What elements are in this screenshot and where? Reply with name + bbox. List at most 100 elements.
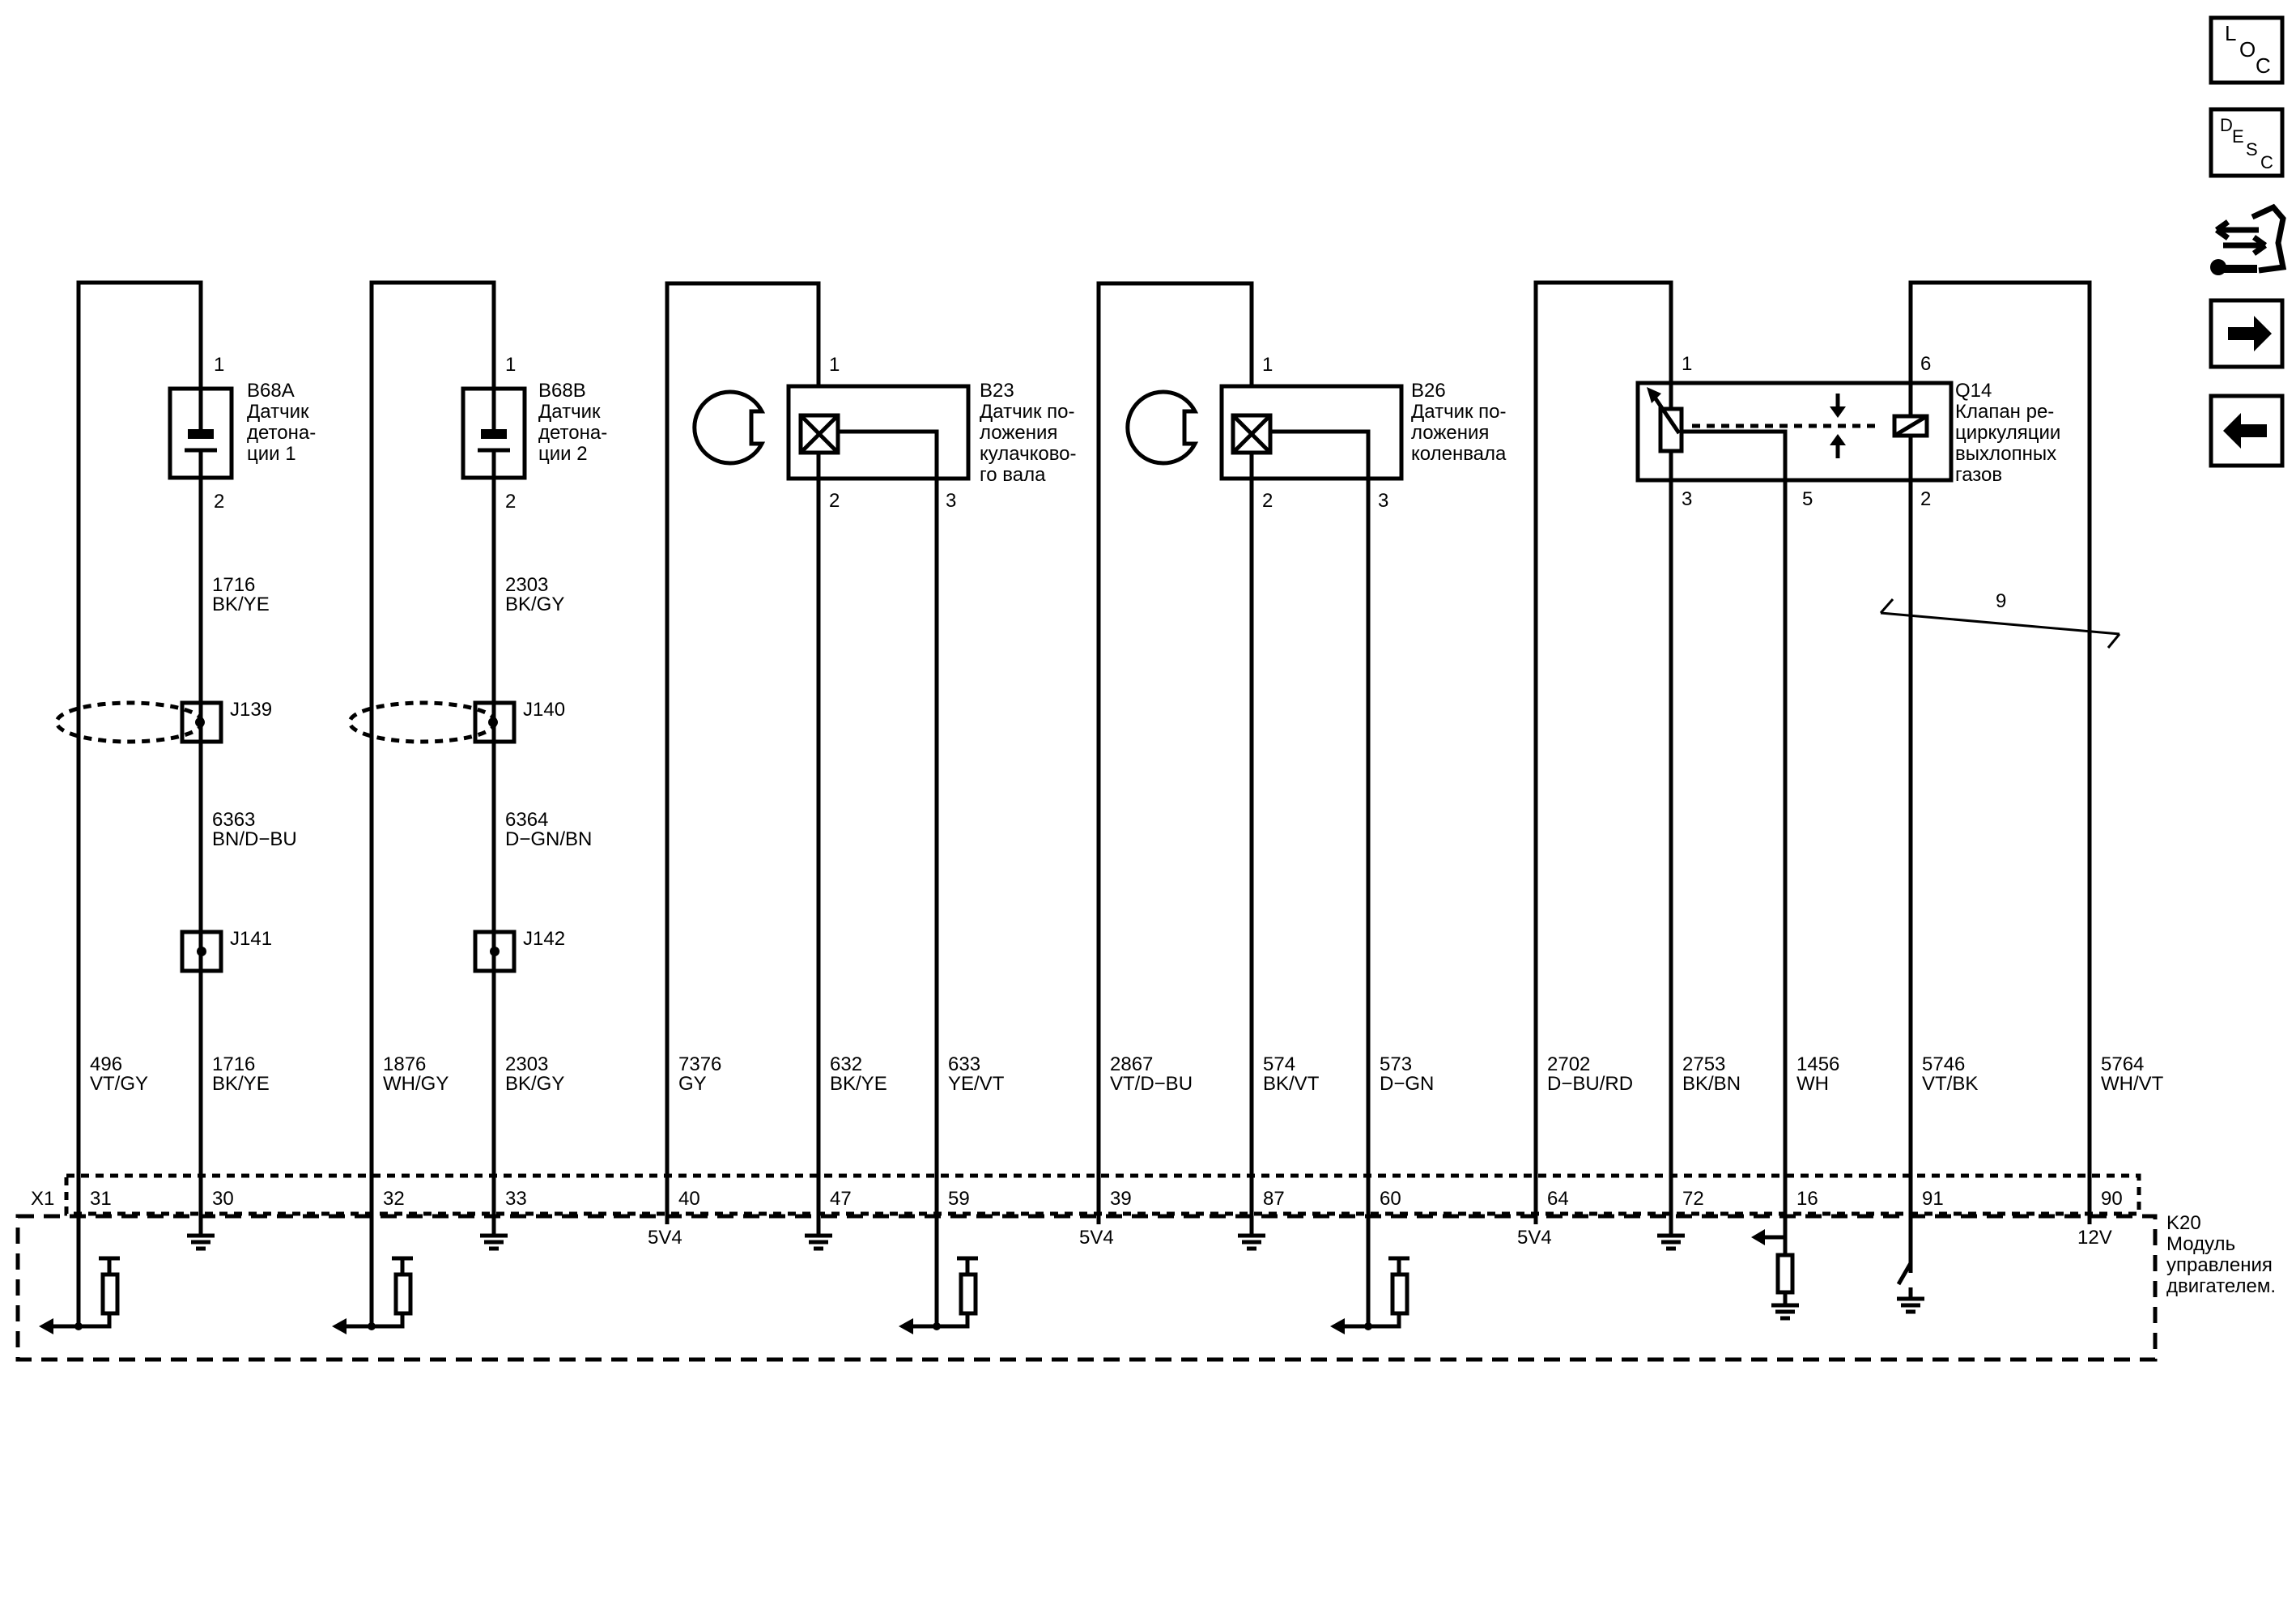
b68b-id: B68B (538, 380, 586, 402)
k20-name-2: управления (2166, 1254, 2273, 1276)
connector-pin-label: 90 (2101, 1188, 2123, 1210)
b23-pin1: 1 (829, 354, 840, 376)
connector-pin-label: 32 (383, 1188, 405, 1210)
wire-1716-upper-number: 1716 (212, 574, 255, 596)
wire-number-label: 574 (1263, 1053, 1295, 1075)
wire-number-label: 496 (90, 1053, 122, 1075)
wire-2303-upper-color: BK/GY (505, 594, 564, 615)
reluctor-wheel-icon (692, 389, 766, 466)
wire-number-label: 5746 (1922, 1053, 1965, 1075)
wrench-connector-icon (2210, 203, 2287, 275)
q14-pin3: 3 (1682, 488, 1692, 510)
arrow-right-icon (2228, 316, 2272, 351)
connector-pin-label: 30 (212, 1188, 234, 1210)
q14-name-4: газов (1955, 464, 2002, 486)
b68b-name-2: детона- (538, 422, 607, 444)
wire-number-label: 7376 (678, 1053, 721, 1075)
connector-pin-label: 31 (90, 1188, 112, 1210)
wire-color-label: D−GN (1380, 1073, 1434, 1095)
b23-name-3: кулачково- (980, 443, 1077, 465)
wire-color-label: BK/YE (830, 1073, 887, 1095)
q14-name-2: циркуляции (1955, 422, 2060, 444)
b23-name-1: Датчик по- (980, 401, 1074, 423)
ground-icon (187, 1224, 215, 1251)
wire-number-label: 5764 (2101, 1053, 2144, 1075)
b26-name-2: ложения (1411, 422, 1489, 444)
reluctor-wheel-icon (1125, 389, 1199, 466)
desc-button[interactable]: D E S C (2209, 107, 2285, 178)
connector-pin-label: 72 (1682, 1188, 1704, 1210)
wire-number-label: 2303 (505, 1053, 548, 1075)
q14-id: Q14 (1955, 380, 1992, 402)
wire-number-label: 2702 (1547, 1053, 1590, 1075)
wire-color-label: VT/D−BU (1110, 1073, 1193, 1095)
loc-button[interactable]: L O C (2209, 15, 2285, 85)
b23-circuit (665, 281, 971, 1323)
b26-pin1: 1 (1262, 354, 1273, 376)
next-page-button[interactable] (2209, 298, 2285, 369)
connector-pin-label: 40 (678, 1188, 700, 1210)
q14-pin6: 6 (1920, 353, 1931, 375)
wire-color-label: VT/GY (90, 1073, 148, 1095)
connector-pin-label: 16 (1796, 1188, 1818, 1210)
knock-element-icon (188, 429, 214, 439)
previous-page-button[interactable] (2209, 394, 2285, 468)
wire-number-label: 1716 (212, 1053, 255, 1075)
connector-pin-label: 87 (1263, 1188, 1285, 1210)
svg-text:C: C (2260, 152, 2273, 172)
wire-color-label: WH (1796, 1073, 1829, 1095)
b68b-name-1: Датчик (538, 401, 601, 423)
arrow-left-icon (2223, 413, 2267, 449)
b68b-circuit (347, 280, 527, 1224)
svg-text:L: L (2225, 21, 2236, 45)
knock-element-icon (481, 429, 507, 439)
wire-number-label: 633 (948, 1053, 980, 1075)
k20-internal-circuits (39, 1224, 1924, 1334)
b68b-pin1: 1 (505, 354, 516, 376)
connector-tool-button[interactable] (2210, 201, 2287, 278)
svg-text:E: E (2232, 126, 2244, 147)
svg-text:S: S (2246, 139, 2258, 160)
ground-icon (1657, 1224, 1685, 1251)
wire-color-label: WH/VT (2101, 1073, 2164, 1095)
supply-voltage-label: 5V4 (1079, 1227, 1114, 1249)
connector-pin-label: 33 (505, 1188, 527, 1210)
wire-labels: 496VT/GY311716BK/YE301876WH/GY322303BK/G… (90, 1053, 2164, 1249)
q14-pin2: 2 (1920, 488, 1931, 510)
q14-name-3: выхлопных (1955, 443, 2056, 465)
wire-number-label: 573 (1380, 1053, 1412, 1075)
q14-valve-body (1635, 381, 1954, 483)
k20-module-outline (15, 1214, 2158, 1362)
j140-splice (473, 700, 517, 744)
b68a-id: B68A (247, 380, 295, 402)
b68b-pin2: 2 (505, 491, 516, 513)
wire-color-label: BK/GY (505, 1073, 564, 1095)
b68a-pin2: 2 (214, 491, 224, 513)
q14-pin5: 5 (1802, 488, 1813, 510)
j141-label: J141 (230, 928, 272, 950)
b23-id: B23 (980, 380, 1014, 402)
connector-pin-label: 91 (1922, 1188, 1944, 1210)
b23-name-2: ложения (980, 422, 1057, 444)
x1-label: X1 (31, 1188, 54, 1210)
wire-number-label: 2867 (1110, 1053, 1153, 1075)
wire-2303-upper-number: 2303 (505, 574, 548, 596)
wire-6364-number: 6364 (505, 809, 548, 831)
twisted-pair-label: 9 (1996, 590, 2006, 612)
j142-splice (473, 930, 517, 973)
k20-name-1: Модуль (2166, 1233, 2235, 1255)
b26-name-3: коленвала (1411, 443, 1507, 465)
ground-icon (480, 1224, 508, 1251)
b68a-name-2: детона- (247, 422, 316, 444)
supply-voltage-label: 5V4 (648, 1227, 682, 1249)
x1-connector-outline (64, 1173, 2141, 1216)
wire-color-label: VT/BK (1922, 1073, 1978, 1095)
ground-icon (805, 1224, 832, 1251)
b26-name-1: Датчик по- (1411, 401, 1506, 423)
wire-color-label: YE/VT (948, 1073, 1005, 1095)
j139-splice (180, 700, 223, 744)
q14-pin1: 1 (1682, 353, 1692, 375)
wire-number-label: 1876 (383, 1053, 426, 1075)
wire-color-label: BK/VT (1263, 1073, 1320, 1095)
wire-number-label: 632 (830, 1053, 862, 1075)
